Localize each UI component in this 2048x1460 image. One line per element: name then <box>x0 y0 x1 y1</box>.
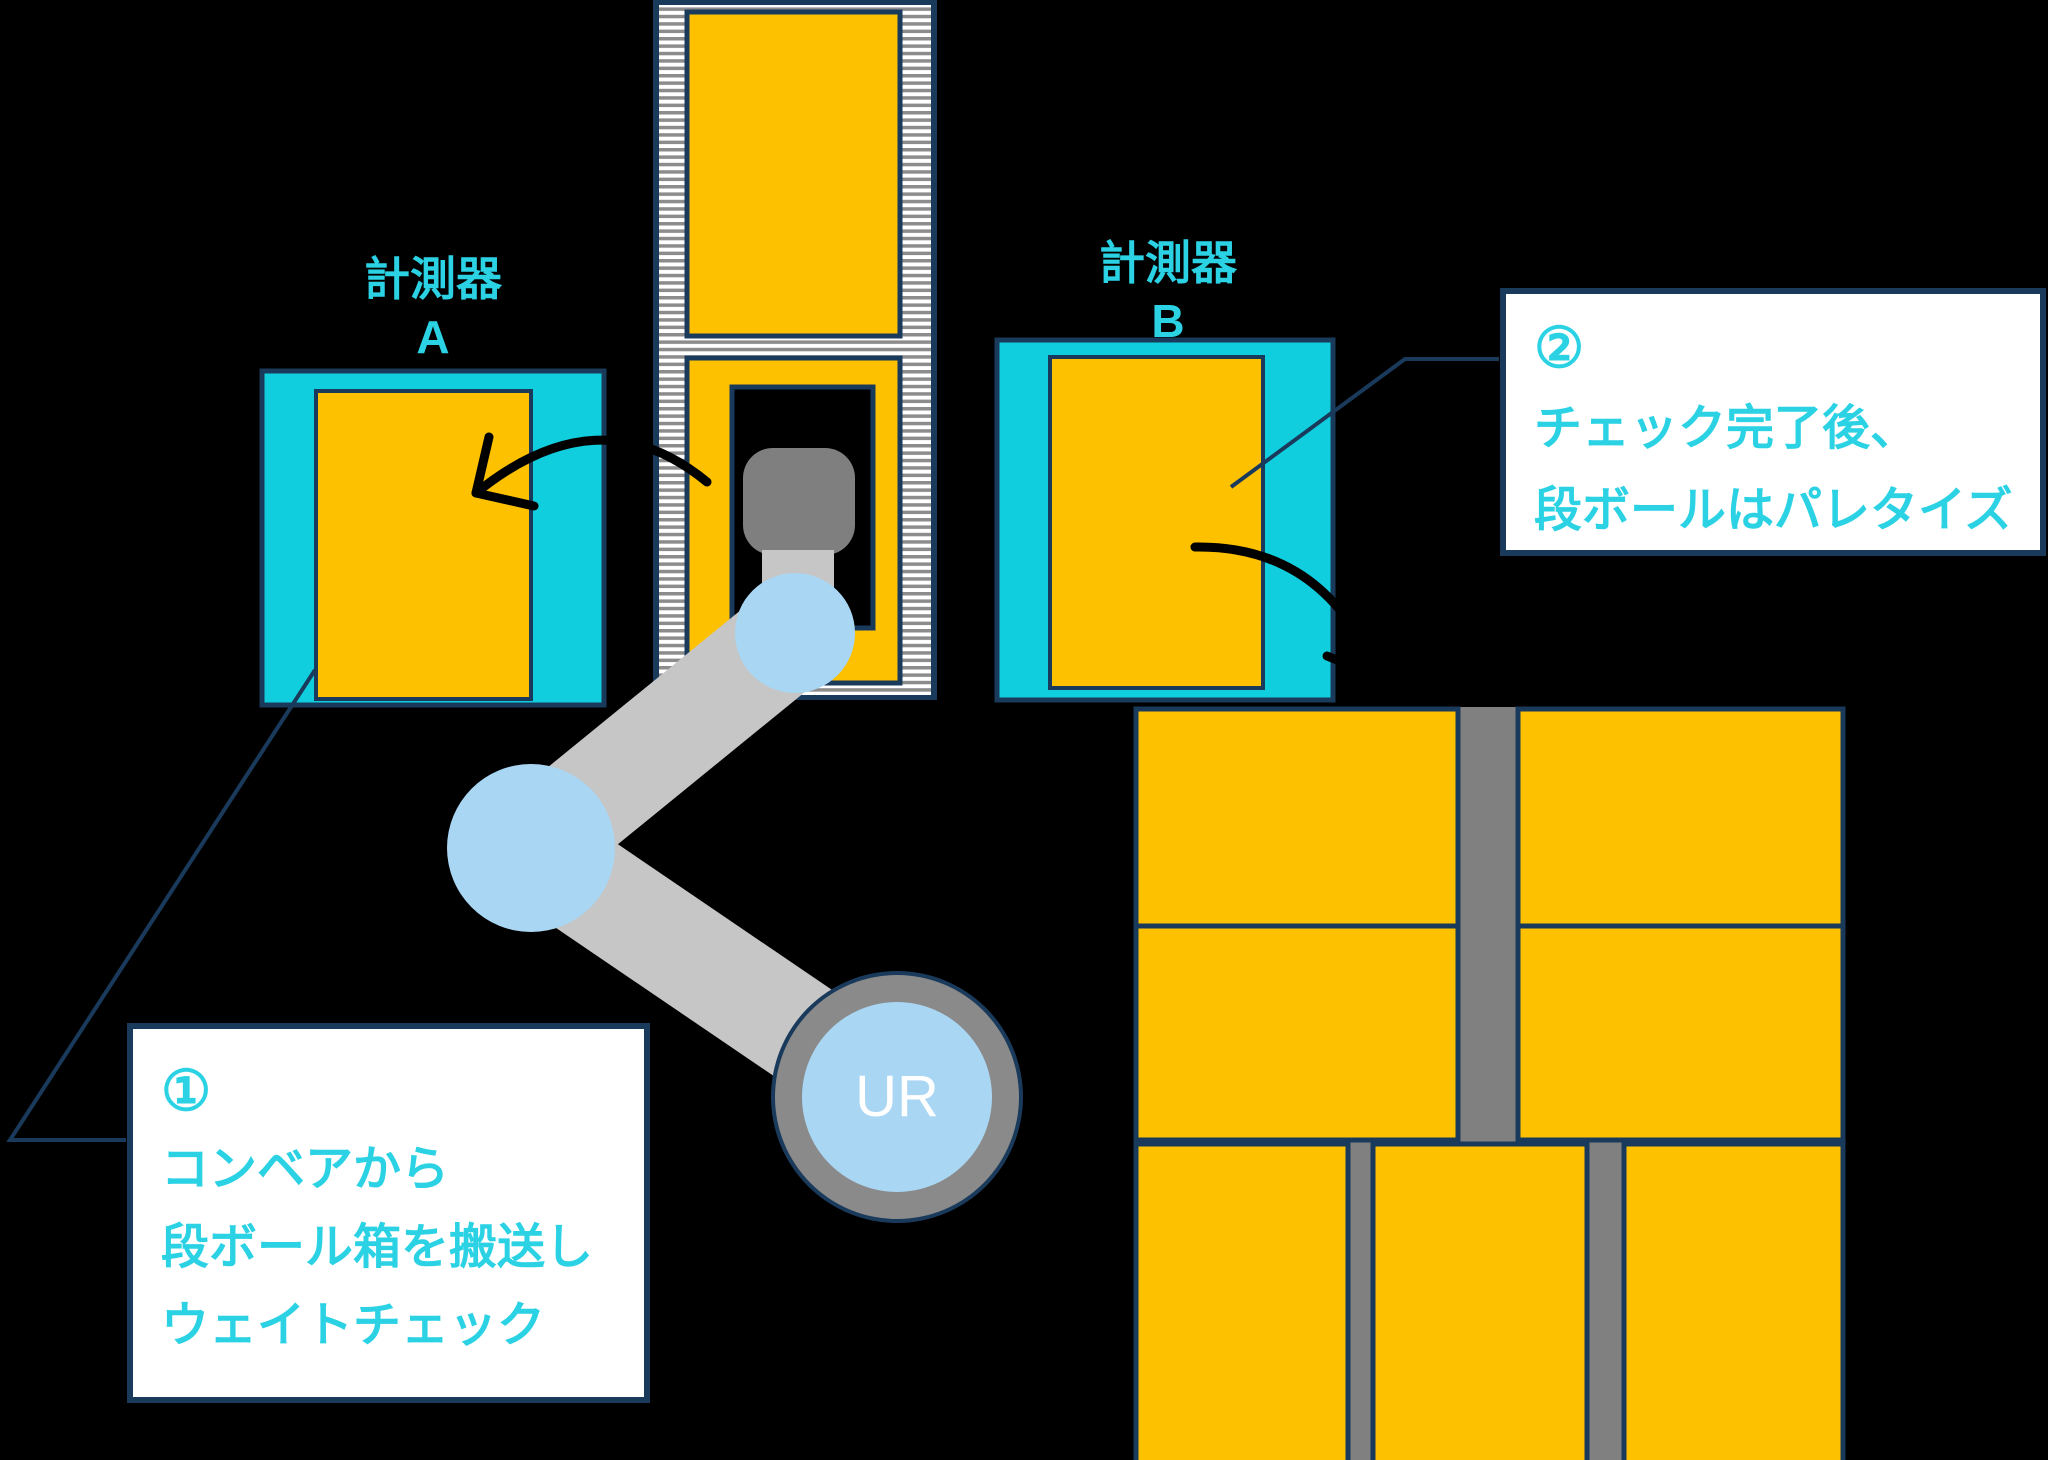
annotation-step-1: ① コンベアから 段ボール箱を搬送し ウェイトチェック <box>127 1023 650 1403</box>
annotation-1-number: ① <box>161 1059 212 1122</box>
base-center <box>802 1002 992 1192</box>
pallet-stack <box>1133 706 1846 1460</box>
device-a-label: 計測器 A <box>364 253 502 363</box>
pallet-box <box>1133 706 1461 929</box>
arrow-conveyor-to-device-a <box>471 435 712 498</box>
annotation-step-2: ② チェック完了後、 段ボールはパレタイズ <box>1500 288 2046 556</box>
pallet-box <box>1370 1141 1590 1460</box>
arrowhead-1b <box>471 488 539 511</box>
arrowhead-2b <box>1367 617 1407 679</box>
carton-in-device-a <box>314 389 533 701</box>
robot-arm <box>447 573 1023 1223</box>
pallet-box <box>1515 706 1846 929</box>
arrowhead-2a <box>1322 651 1377 679</box>
measuring-device-b <box>994 337 1336 703</box>
carton-on-belt-upper <box>684 9 903 339</box>
annotation-2-line: チェック完了後、 <box>1534 402 1919 455</box>
pallet-gap-bottom-right <box>1589 1142 1622 1460</box>
robot-base-label: UR <box>855 1064 939 1129</box>
annotation-2-number: ② <box>1534 316 1585 379</box>
gripper-head <box>743 448 855 555</box>
annotation-1-line: 段ボール箱を搬送し <box>161 1221 594 1274</box>
annotation-2-line: 段ボールはパレタイズ <box>1534 484 2013 537</box>
pallet-box <box>1621 1141 1846 1460</box>
arrow-device-b-to-pallet <box>1190 542 1379 671</box>
device-b-label: 計測器 B <box>1099 237 1237 347</box>
elbow-joint <box>447 764 615 932</box>
arrowhead-1a <box>471 432 494 498</box>
pallet-gap-top <box>1460 707 1516 1144</box>
annotation-1-line: コンベアから <box>161 1143 450 1196</box>
pallet-box <box>1133 1141 1351 1460</box>
pallet-gap-bottom-left <box>1350 1142 1371 1460</box>
flow-arrows <box>471 432 1407 679</box>
pallet-box <box>1515 923 1846 1143</box>
carton-in-device-b <box>1048 355 1265 690</box>
pallet-box <box>1133 923 1461 1143</box>
annotation-1-line: ウェイトチェック <box>161 1299 546 1352</box>
wrist-joint <box>735 573 855 693</box>
leader-line-annotation-2 <box>1229 357 1499 489</box>
measuring-device-a <box>259 368 607 708</box>
leader-line-annotation-1 <box>6 668 317 1142</box>
